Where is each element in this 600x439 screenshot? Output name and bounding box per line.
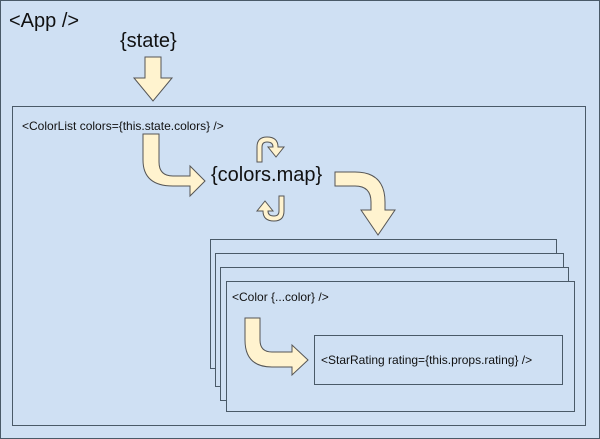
state-label: {state} bbox=[120, 30, 177, 52]
arrow-bent-right-starrating-icon bbox=[244, 317, 309, 377]
color-label: <Color {...color} /> bbox=[232, 290, 329, 304]
app-label: <App /> bbox=[9, 10, 80, 32]
arrow-curved-down-stack-icon bbox=[334, 171, 396, 236]
loop-arrow-top-icon bbox=[256, 136, 286, 163]
arrow-bent-right-map-icon bbox=[142, 133, 206, 198]
arrow-down-state-icon bbox=[132, 56, 174, 102]
starrating-label: <StarRating rating={this.props.rating} /… bbox=[321, 353, 533, 367]
colors-map-label: {colors.map} bbox=[211, 164, 323, 186]
starrating-component-box bbox=[314, 335, 563, 385]
colorlist-label: <ColorList colors={this.state.colors} /> bbox=[22, 119, 224, 133]
loop-arrow-bottom-icon bbox=[255, 195, 285, 222]
